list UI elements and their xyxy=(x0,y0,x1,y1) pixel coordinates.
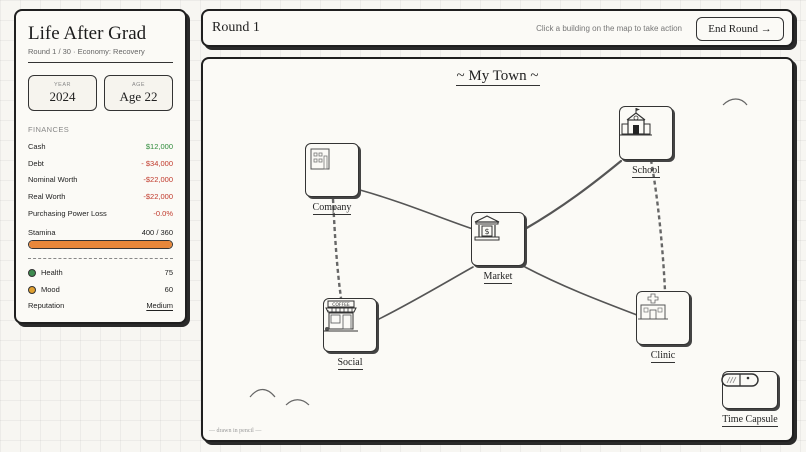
clinic-label: Clinic xyxy=(650,350,676,363)
reputation-value: Medium xyxy=(146,301,173,311)
mood-dot-icon xyxy=(28,285,36,294)
market-label: Market xyxy=(483,271,513,284)
mood-label: Mood xyxy=(41,284,60,294)
capsule-icon xyxy=(721,373,759,387)
road-market-school xyxy=(523,159,623,231)
health-row: Health 75 xyxy=(28,264,173,281)
market-tile[interactable]: $ xyxy=(471,212,525,266)
age-label: AGE xyxy=(131,82,146,88)
stamina-value: 400 / 360 xyxy=(141,227,173,237)
stamina-label: Stamina xyxy=(28,227,56,237)
age-box: AGE Age 22 xyxy=(104,75,173,111)
purchasing-power-label: Purchasing Power Loss xyxy=(28,209,107,219)
mood-value: 60 xyxy=(164,284,173,294)
age-value: Age 22 xyxy=(119,89,158,104)
cash-value: $12,000 xyxy=(145,141,173,151)
round-bar: Round 1 Click a building on the map to t… xyxy=(201,9,794,47)
bird-doodle-icon-3 xyxy=(285,399,310,406)
road-social-market xyxy=(378,266,474,320)
map-footer: — drawn in pencil — xyxy=(209,428,262,434)
svg-text:$: $ xyxy=(484,227,489,236)
nominal-worth-label: Nominal Worth xyxy=(28,175,78,185)
school-label: School xyxy=(632,165,660,178)
map-roads xyxy=(249,98,748,406)
action-hint: Click a building on the map to take acti… xyxy=(536,24,682,33)
building-company[interactable]: Company xyxy=(305,143,359,215)
bird-doodle-icon xyxy=(722,98,748,106)
building-clinic[interactable]: Clinic xyxy=(636,291,690,363)
round-title: Round 1 xyxy=(212,20,260,35)
bird-doodle-icon-2 xyxy=(249,388,276,398)
building-time-capsule[interactable]: Time Capsule xyxy=(720,371,780,427)
finance-row-debt: Debt - $34,000 xyxy=(28,155,173,172)
status-panel: Life After Grad Round 1 / 30 · Economy: … xyxy=(14,9,187,324)
school-tile[interactable] xyxy=(619,106,673,160)
finances-heading: FINANCES xyxy=(28,125,70,134)
debt-value: - $34,000 xyxy=(141,158,173,168)
health-label: Health xyxy=(41,267,63,277)
real-worth-value: -$22,000 xyxy=(143,192,173,202)
road-company-market xyxy=(359,189,474,230)
cash-label: Cash xyxy=(28,141,46,151)
stamina-bar-fill xyxy=(29,240,172,248)
game-title: Life After Grad xyxy=(28,23,147,44)
purchasing-power-value: -0.0% xyxy=(153,209,173,219)
year-label: YEAR xyxy=(54,82,71,88)
town-map: ~ My Town ~ xyxy=(201,57,794,442)
real-worth-label: Real Worth xyxy=(28,192,66,202)
road-school-clinic xyxy=(649,159,667,292)
company-label: Company xyxy=(312,202,352,215)
company-tile[interactable] xyxy=(305,143,359,197)
clinic-building-icon xyxy=(638,293,668,320)
round-subtitle: Round 1 / 30 · Economy: Recovery xyxy=(28,47,173,63)
building-social[interactable]: COFFEE Social xyxy=(323,298,377,370)
svg-text:COFFEE: COFFEE xyxy=(332,302,350,308)
stamina-bar xyxy=(28,239,173,249)
map-title: ~ My Town ~ xyxy=(455,68,540,86)
reputation-row: Reputation Medium xyxy=(28,298,173,315)
time-capsule-label: Time Capsule xyxy=(722,414,778,427)
coffee-shop-icon: COFFEE xyxy=(324,300,358,332)
finance-row-purchasing-power: Purchasing Power Loss -0.0% xyxy=(28,205,173,222)
finance-row-cash: Cash $12,000 xyxy=(28,138,173,155)
health-value: 75 xyxy=(164,267,173,277)
year-box: YEAR 2024 xyxy=(28,75,97,111)
mood-row: Mood 60 xyxy=(28,281,173,298)
social-label: Social xyxy=(337,357,363,370)
end-round-button[interactable]: End Round → xyxy=(696,17,784,41)
debt-label: Debt xyxy=(28,158,44,168)
building-market[interactable]: $ Market xyxy=(471,212,525,284)
health-dot-icon xyxy=(28,268,36,277)
finance-row-nominal-worth: Nominal Worth -$22,000 xyxy=(28,172,173,189)
time-capsule-tile[interactable] xyxy=(721,371,778,409)
office-building-icon xyxy=(310,148,330,170)
building-school[interactable]: School xyxy=(619,106,673,178)
social-tile[interactable]: COFFEE xyxy=(323,298,377,352)
clinic-tile[interactable] xyxy=(636,291,690,345)
bank-icon: $ xyxy=(474,215,500,241)
reputation-label: Reputation xyxy=(28,301,65,311)
finance-row-real-worth: Real Worth -$22,000 xyxy=(28,188,173,205)
year-value: 2024 xyxy=(49,89,76,104)
divider xyxy=(28,257,173,259)
nominal-worth-value: -$22,000 xyxy=(143,175,173,185)
road-market-clinic xyxy=(524,266,638,316)
school-building-icon xyxy=(620,108,652,136)
